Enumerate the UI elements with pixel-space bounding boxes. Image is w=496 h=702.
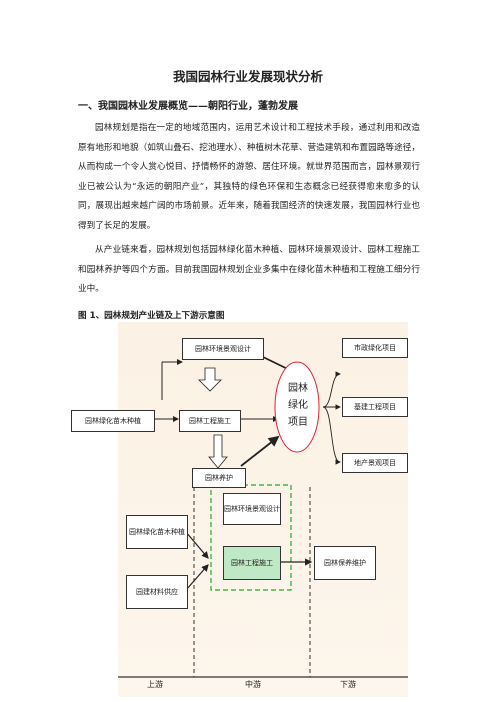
seedling-box: 园林绿化苗木种植 bbox=[71, 410, 155, 432]
ellipse-line-3: 项目 bbox=[288, 417, 308, 428]
greening-project-label: 园林 绿化 项目 bbox=[283, 380, 313, 431]
real-estate-project-box: 地产景观项目 bbox=[342, 453, 408, 473]
paragraph-2: 从产业链来看，园林规划包括园林绿化苗木种植、园林环境景观设计、园林工程施工和园林… bbox=[78, 245, 420, 294]
diagram-lines bbox=[118, 355, 408, 678]
section-heading: 一、我国园林业发展概览——朝阳行业，蓬勃发展 bbox=[78, 101, 298, 112]
upstream-seedling-box: 园林绿化苗木种植 bbox=[126, 515, 188, 549]
maintenance-box: 园林养护 bbox=[192, 468, 246, 488]
midstream-design-box: 园林环境景观设计 bbox=[223, 493, 281, 525]
midstream-construction-box: 园林工程施工 bbox=[223, 546, 281, 580]
upstream-label: 上游 bbox=[147, 680, 163, 689]
downstream-label: 下游 bbox=[340, 680, 356, 689]
municipal-project-box: 市政绿化项目 bbox=[342, 338, 408, 358]
industry-chain-diagram: 园林环境景观设计 园林绿化苗木种植 园林工程施工 园林养护 园林 绿化 项目 市… bbox=[71, 322, 408, 697]
ellipse-line-2: 绿化 bbox=[288, 400, 308, 411]
midstream-label: 中游 bbox=[245, 680, 261, 689]
upstream-materials-box: 园建材料供应 bbox=[126, 575, 188, 609]
document-title: 我国园林行业发展现状分析 bbox=[172, 69, 323, 84]
construction-box: 园林工程施工 bbox=[179, 410, 241, 432]
infrastructure-project-box: 基建工程项目 bbox=[342, 397, 408, 417]
design-box: 园林环境景观设计 bbox=[182, 338, 264, 360]
ellipse-line-1: 园林 bbox=[288, 383, 308, 394]
figure-caption: 图 1、园林规划产业链及上下游示意图 bbox=[78, 311, 225, 321]
downstream-maintenance-box: 园林保养维护 bbox=[314, 546, 376, 580]
paragraph-1: 园林规划是指在一定的地域范围内，运用艺术设计和工程技术手段，通过利用和改造原有地… bbox=[78, 123, 420, 231]
